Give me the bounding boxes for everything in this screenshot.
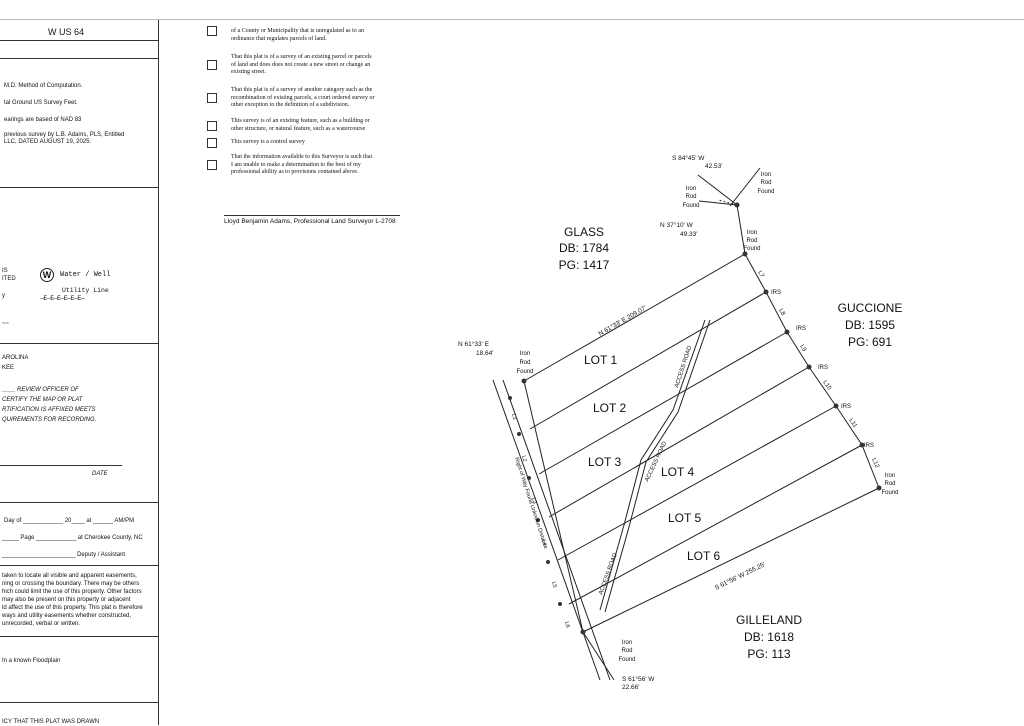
svg-text:Rod: Rod bbox=[621, 648, 632, 654]
lot-4-label: LOT 4 bbox=[661, 465, 694, 479]
irs-label-3: IRS bbox=[818, 365, 828, 371]
svg-text:L5: L5 bbox=[550, 581, 557, 588]
cert-text-5: This survey is a control survey bbox=[231, 139, 305, 145]
right-of-way-label: Right of Way Found Unknown Distance bbox=[513, 457, 548, 550]
svg-text:42.53': 42.53' bbox=[705, 163, 723, 170]
bearing-1: S 84°45' W bbox=[672, 154, 705, 162]
svg-text:L9: L9 bbox=[798, 344, 807, 353]
lot-6-label: LOT 6 bbox=[687, 549, 720, 563]
svg-text:L10: L10 bbox=[821, 380, 832, 392]
irs-label-2: IRS bbox=[796, 326, 806, 332]
svg-text:Rod: Rod bbox=[760, 180, 771, 186]
note-3: earings are based of NAD 83 bbox=[4, 117, 82, 123]
cert-checkbox-1[interactable] bbox=[207, 26, 217, 36]
date-label: DATE bbox=[92, 471, 108, 477]
cert-checkbox-6[interactable] bbox=[207, 160, 217, 170]
note-5: LLC, DATED AUGUST 19, 2025. bbox=[4, 139, 92, 145]
road-name: W US 64 bbox=[48, 27, 85, 37]
svg-text:Found: Found bbox=[618, 657, 635, 663]
surveyor-name: Lloyd Benjamin Adams, Professional Land … bbox=[224, 218, 396, 225]
signature-line bbox=[224, 215, 400, 216]
svg-text:Rod: Rod bbox=[884, 481, 895, 487]
svg-text:L4: L4 bbox=[540, 539, 547, 546]
lot-3-label: LOT 3 bbox=[588, 455, 621, 469]
utility-line-symbol: —E—E—E—E—E—E— bbox=[40, 295, 85, 302]
guccione-db: DB: 1595 bbox=[845, 318, 895, 332]
svg-text:L3: L3 bbox=[530, 497, 537, 504]
svg-text:L7: L7 bbox=[756, 270, 765, 279]
note-4: previous survey by L.B. Adams, PLS, Enti… bbox=[4, 132, 125, 138]
irs-label-5: IRS bbox=[864, 443, 874, 449]
iron-rod-found-5: Iron bbox=[885, 473, 895, 479]
svg-text:L8: L8 bbox=[777, 308, 786, 317]
gilleland-name: GILLELAND bbox=[736, 613, 802, 627]
guccione-pg: PG: 691 bbox=[848, 335, 892, 349]
cert-checkbox-3[interactable] bbox=[207, 93, 217, 103]
title-block-panel: W US 64 M.D. Method of Computation. tal … bbox=[0, 20, 159, 725]
iron-rod-found-6: Iron bbox=[622, 640, 632, 646]
cert-checkbox-2[interactable] bbox=[207, 60, 217, 70]
cert-text-3: That this plat is of a survey of another… bbox=[231, 87, 375, 108]
svg-text:49.33': 49.33' bbox=[680, 231, 698, 238]
note-1: M.D. Method of Computation. bbox=[4, 83, 83, 89]
bearing-3: N 61°33' E 209.07' bbox=[597, 304, 648, 338]
svg-text:Found: Found bbox=[743, 246, 760, 252]
access-road-label-1: ACCESS ROAD bbox=[674, 345, 693, 389]
water-well-icon: W bbox=[40, 268, 54, 282]
svg-text:Rod: Rod bbox=[519, 360, 530, 366]
iron-rod-found-1: Iron bbox=[761, 172, 771, 178]
lot-5-label: LOT 5 bbox=[668, 511, 701, 525]
cert-checkbox-5[interactable] bbox=[207, 138, 217, 148]
lot-2-label: LOT 2 bbox=[593, 401, 626, 415]
cert-text-6: That the information available to this S… bbox=[231, 154, 373, 175]
bearing-4: N 61°33' E bbox=[458, 340, 490, 348]
cert-text-2: That this plat is of a survey of an exis… bbox=[231, 54, 372, 75]
floodplain-note: In a known Floodplain bbox=[2, 658, 61, 664]
utility-line-label: Utility Line bbox=[62, 287, 109, 294]
svg-text:Found: Found bbox=[881, 490, 898, 496]
cert-text-4: This survey is of an existing feature, s… bbox=[231, 118, 370, 132]
irs-label-1: IRS bbox=[771, 290, 781, 296]
water-well-legend: Water / Well bbox=[60, 271, 111, 279]
glass-db: DB: 1784 bbox=[559, 241, 609, 255]
cert-checkbox-4[interactable] bbox=[207, 121, 217, 131]
svg-text:L1: L1 bbox=[510, 413, 517, 420]
gilleland-pg: PG: 113 bbox=[747, 647, 790, 661]
svg-text:L2: L2 bbox=[520, 455, 527, 462]
guccione-name: GUCCIONE bbox=[838, 301, 903, 315]
svg-text:Found: Found bbox=[682, 203, 699, 209]
bearing-6: S 61°56' W bbox=[622, 675, 655, 683]
svg-text:L11: L11 bbox=[847, 418, 858, 430]
svg-text:Rod: Rod bbox=[746, 238, 757, 244]
svg-text:Found: Found bbox=[757, 189, 774, 195]
svg-text:22.66': 22.66' bbox=[622, 684, 640, 691]
lot-1-label: LOT 1 bbox=[584, 353, 617, 367]
svg-text:Rod: Rod bbox=[685, 194, 696, 200]
cert-text-1: of a County or Municipality that is unre… bbox=[231, 28, 364, 42]
irs-label-4: IRS bbox=[841, 404, 851, 410]
monument-markers bbox=[508, 202, 882, 635]
iron-rod-found-4: Iron bbox=[520, 351, 530, 357]
gilleland-db: DB: 1618 bbox=[744, 630, 794, 644]
iron-rod-found-3: Iron bbox=[747, 230, 757, 236]
svg-text:Found: Found bbox=[516, 369, 533, 375]
glass-pg: PG: 1417 bbox=[559, 258, 610, 272]
svg-text:18.64': 18.64' bbox=[476, 350, 494, 357]
svg-text:L12: L12 bbox=[870, 457, 880, 469]
note-2: tal Ground US Survey Feet. bbox=[4, 100, 78, 106]
svg-text:L6: L6 bbox=[563, 621, 570, 628]
glass-name: GLASS bbox=[564, 225, 604, 239]
bearing-2: N 37°10' W bbox=[660, 221, 694, 229]
iron-rod-found-2: Iron bbox=[686, 186, 696, 192]
